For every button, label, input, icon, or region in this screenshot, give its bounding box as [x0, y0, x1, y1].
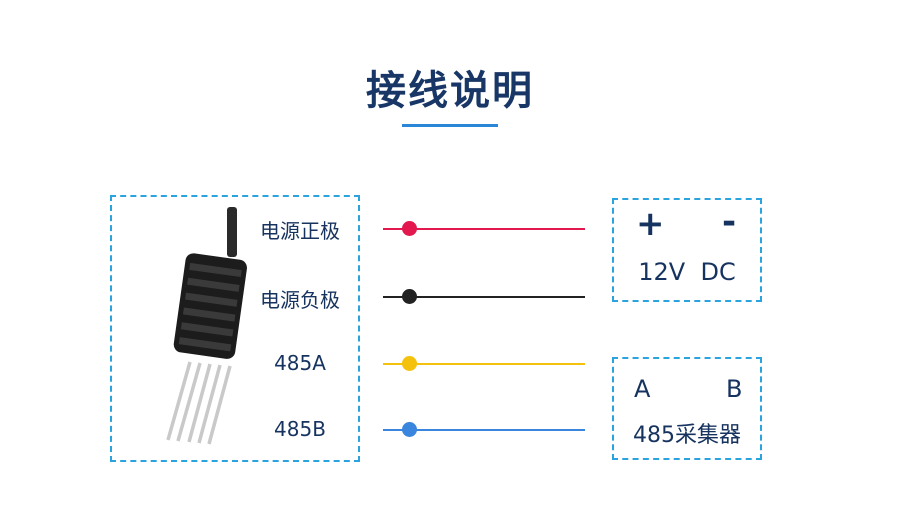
minus-symbol: -: [722, 202, 737, 242]
power-box: + - 12V DC: [612, 198, 762, 302]
label-power-negative: 电源负极: [260, 288, 340, 312]
soil-sensor-image: [166, 207, 247, 445]
label-power-positive: 电源正极: [260, 219, 340, 243]
rs485-label: 485采集器: [633, 423, 741, 448]
label-485a: 485A: [274, 351, 326, 375]
wire-dot-red: [402, 221, 417, 236]
terminal-a: A: [634, 375, 651, 403]
terminal-b: B: [726, 375, 743, 403]
wire-dot-yellow: [402, 356, 417, 371]
plus-symbol: +: [636, 204, 665, 244]
sensor-box: [110, 195, 360, 462]
wire-dot-black: [402, 289, 417, 304]
page-title: 接线说明: [366, 68, 534, 114]
wire-dot-blue: [402, 422, 417, 437]
wire-blue: [383, 429, 585, 431]
wire-red: [383, 228, 585, 230]
wire-black: [383, 296, 585, 298]
label-485b: 485B: [274, 417, 326, 441]
title-underline: [402, 124, 498, 127]
power-label: 12V DC: [638, 258, 736, 286]
wire-yellow: [383, 363, 585, 365]
rs485-box: A B 485采集器: [612, 357, 762, 460]
